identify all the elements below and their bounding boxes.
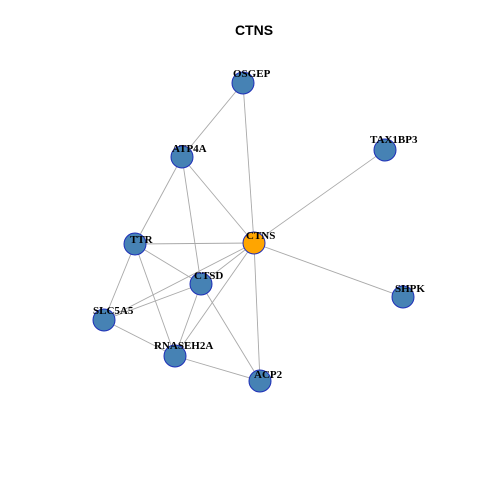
edge-ttr-ctsd <box>134 243 202 285</box>
edge-ttr-ctns <box>134 242 255 245</box>
edge-shpk-ctns <box>253 242 404 298</box>
edge-ttr-slc5a5 <box>103 243 136 321</box>
edge-atp4a-ttr <box>134 156 183 245</box>
node-label-acp2: ACP2 <box>254 369 283 381</box>
edge-ctsd-acp2 <box>200 283 261 382</box>
edge-rnaseh2a-ctns <box>174 242 255 357</box>
node-ttr <box>123 232 147 256</box>
edge-tax1bp3-ctns <box>253 149 386 244</box>
edge-atp4a-ctsd <box>181 156 202 285</box>
node-acp2 <box>248 369 272 393</box>
edge-slc5a5-ctns <box>103 242 255 321</box>
edge-osgep-ctns <box>242 82 255 244</box>
node-label-shpk: SHPK <box>395 283 425 295</box>
node-label-atp4a: ATP4A <box>172 143 207 155</box>
node-label-ctsd: CTSD <box>194 270 223 282</box>
edge-rnaseh2a-acp2 <box>174 355 261 382</box>
edge-slc5a5-rnaseh2a <box>103 319 176 357</box>
node-label-ctns: CTNS <box>246 230 275 242</box>
edge-ctsd-slc5a5 <box>103 283 202 321</box>
node-atp4a <box>170 145 194 169</box>
node-label-ttr: TTR <box>130 234 154 246</box>
edge-atp4a-ctns <box>181 156 255 244</box>
node-label-tax1bp3: TAX1BP3 <box>370 134 418 146</box>
node-label-rnaseh2a: RNASEH2A <box>154 340 213 352</box>
edge-ctsd-rnaseh2a <box>174 283 202 357</box>
node-label-slc5a5: SLC5A5 <box>93 305 134 317</box>
node-label-osgep: OSGEP <box>233 68 271 80</box>
plot-title: CTNS <box>235 22 273 38</box>
node-tax1bp3 <box>373 138 397 162</box>
node-ctsd <box>189 272 213 296</box>
node-osgep <box>231 71 255 95</box>
node-shpk <box>391 285 415 309</box>
node-slc5a5 <box>92 308 116 332</box>
edge-osgep-atp4a <box>181 82 244 158</box>
edge-ttr-rnaseh2a <box>134 243 176 357</box>
node-ctns <box>242 231 266 255</box>
edge-acp2-ctns <box>253 242 261 382</box>
node-rnaseh2a <box>163 344 187 368</box>
